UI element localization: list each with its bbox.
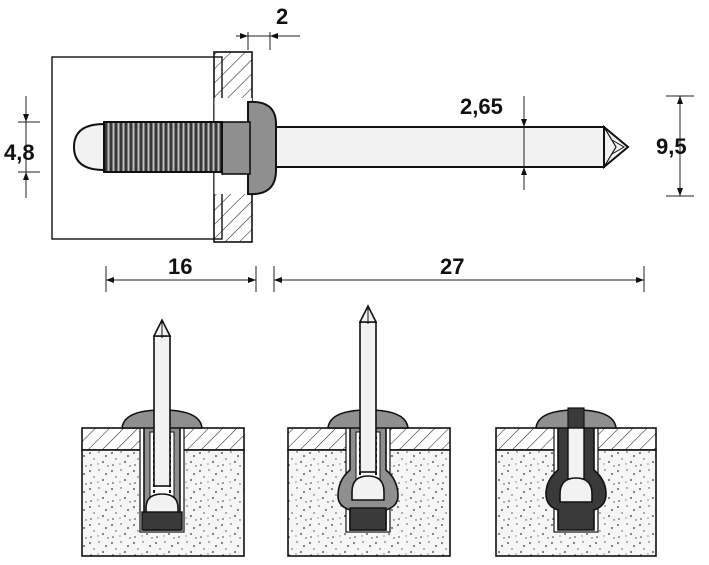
dimension-flange-thickness: 2 [236, 4, 300, 50]
dim-label-flange-thickness: 2 [276, 4, 288, 29]
dim-label-rivet-length: 16 [168, 254, 192, 279]
rivet-sleeve [221, 121, 251, 175]
rivet-grooved-body [103, 121, 223, 173]
stage-set [495, 407, 657, 557]
assembly-view [51, 51, 630, 243]
dimension-rivet-diameter: 4,8 [4, 96, 40, 198]
dimension-head-diameter: 9,5 [656, 95, 694, 197]
stage-inserted [81, 318, 245, 557]
dim-label-head-diameter: 9,5 [656, 134, 687, 159]
dim-label-rivet-diameter: 4,8 [4, 140, 35, 165]
dimension-mandrel-diameter: 2,65 [460, 94, 527, 190]
mandrel-shaft [267, 126, 605, 168]
rivet-flange [247, 100, 277, 196]
dim-label-mandrel-length: 27 [440, 254, 464, 279]
dimension-rivet-length: 16 [105, 254, 257, 292]
stage-setting [287, 304, 451, 557]
dim-label-mandrel-diameter: 2,65 [460, 94, 503, 119]
mandrel-head [72, 122, 105, 172]
dimension-mandrel-length: 27 [273, 254, 645, 292]
